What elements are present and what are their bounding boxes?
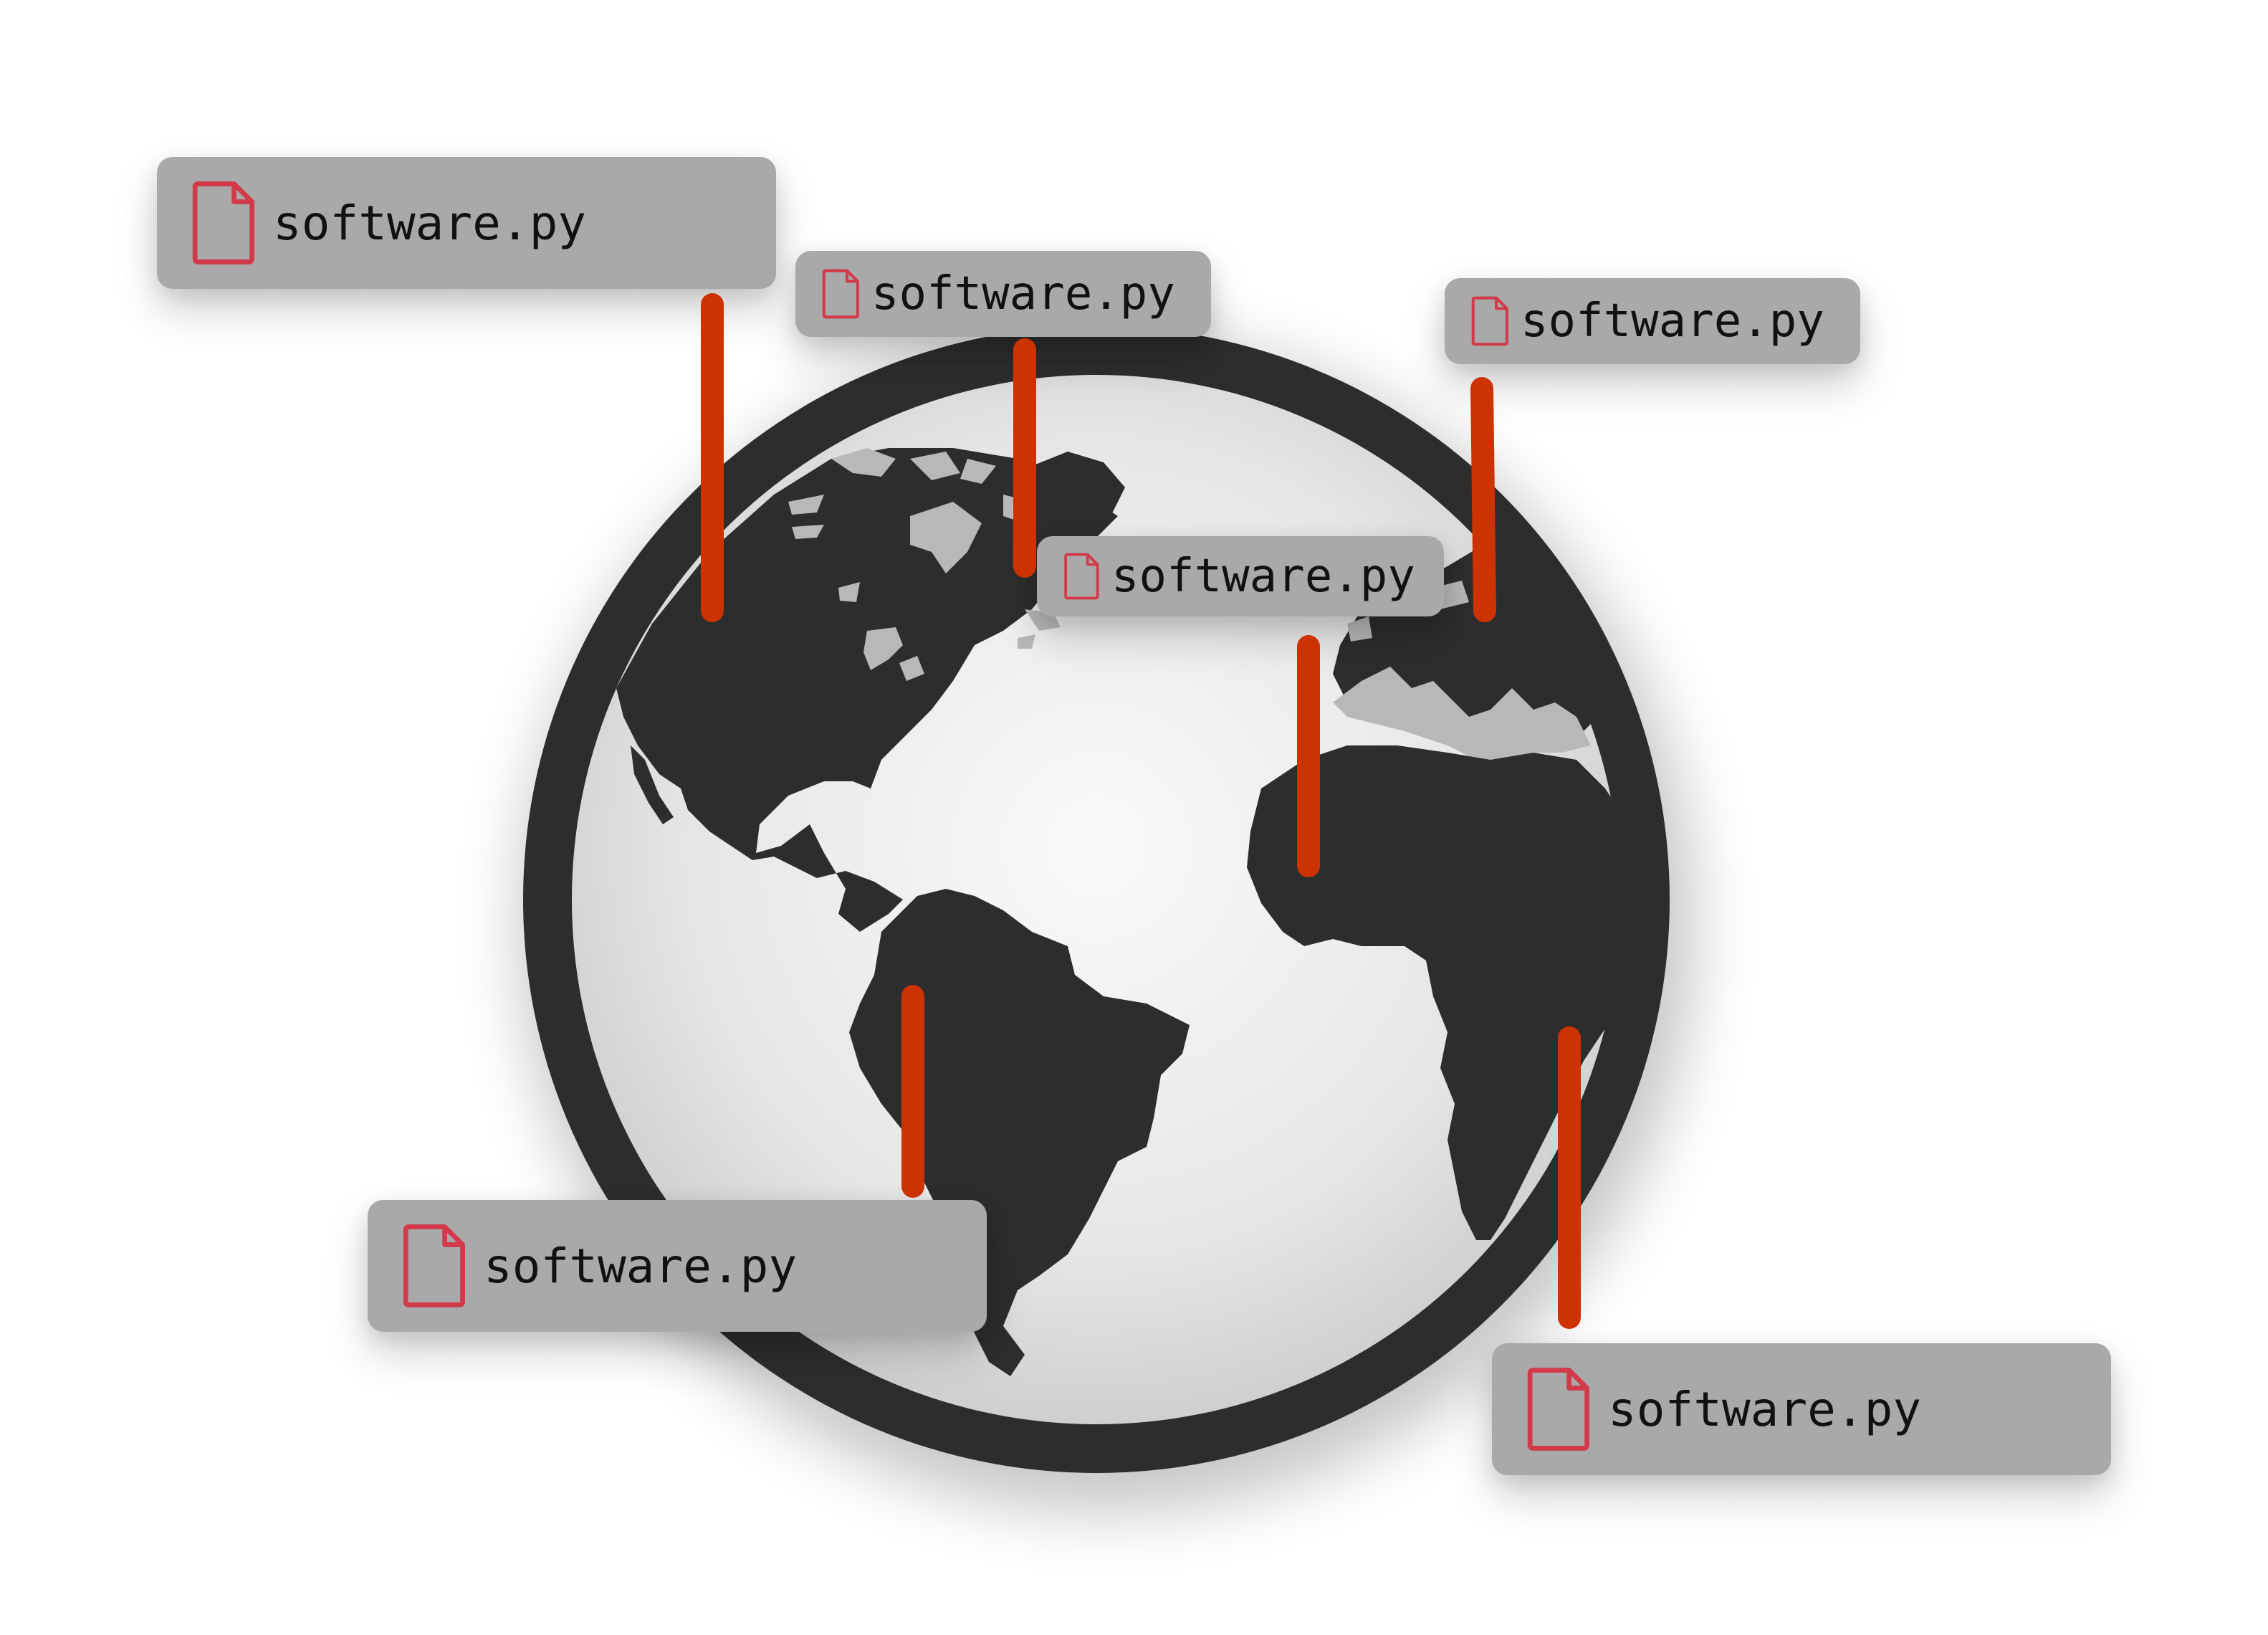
file-label-top-left[interactable]: software.py	[157, 157, 776, 289]
file-label-bottom-left[interactable]: software.py	[368, 1200, 987, 1332]
file-label-top-center[interactable]: software.py	[795, 251, 1211, 337]
file-name: software.py	[273, 195, 587, 251]
file-label-bottom-right[interactable]: software.py	[1492, 1343, 2111, 1475]
file-icon	[192, 181, 254, 264]
file-name: software.py	[484, 1238, 798, 1294]
continent-south-america	[849, 889, 1190, 1376]
file-name: software.py	[871, 267, 1175, 320]
file-name: software.py	[1608, 1381, 1922, 1437]
continent-greenland	[1032, 452, 1125, 516]
file-icon	[1527, 1368, 1589, 1451]
file-label-center[interactable]: software.py	[1037, 536, 1444, 616]
continent-north-america	[616, 448, 1118, 932]
europe-highlight	[1333, 581, 1591, 760]
file-icon	[1471, 296, 1508, 346]
file-name: software.py	[1521, 295, 1824, 348]
file-icon	[403, 1224, 465, 1307]
continent-baja	[631, 745, 674, 824]
file-name: software.py	[1111, 550, 1415, 603]
file-icon	[822, 269, 859, 319]
file-icon	[1064, 553, 1099, 600]
continent-africa	[1247, 745, 1648, 1240]
file-label-top-right[interactable]: software.py	[1445, 278, 1860, 364]
